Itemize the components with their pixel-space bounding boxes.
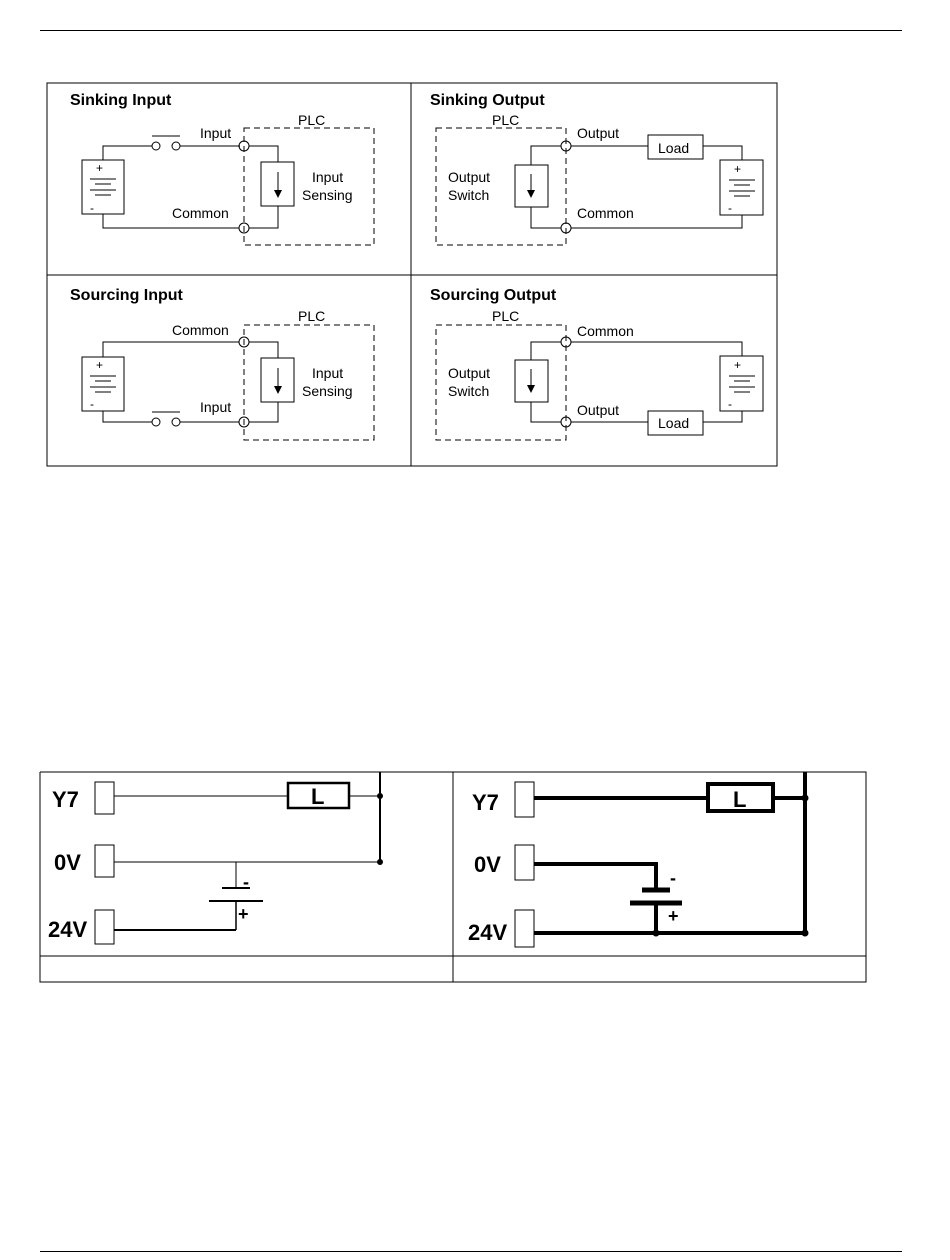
arrow-down-icon bbox=[274, 190, 282, 198]
switch-contact bbox=[172, 142, 180, 150]
panel-title: Sinking Output bbox=[430, 92, 545, 109]
terminal-24v bbox=[95, 910, 114, 944]
battery-minus: - bbox=[728, 397, 732, 411]
junction-dot bbox=[653, 930, 660, 937]
panel-sourcing-input: Sourcing Input PLC Common Input Input Se… bbox=[70, 287, 374, 440]
arrow-down-icon bbox=[274, 386, 282, 394]
switch-label-line2: Switch bbox=[448, 383, 489, 399]
wire bbox=[249, 206, 278, 228]
arrow-down-icon bbox=[527, 190, 535, 198]
panel-sinking-input: Sinking Input PLC Input Common Input Sen… bbox=[70, 92, 374, 245]
terminal-label-24v: 24V bbox=[468, 920, 507, 945]
input-terminal-label: Input bbox=[200, 125, 231, 141]
input-terminal-label: Input bbox=[200, 399, 231, 415]
load-label: Load bbox=[658, 140, 689, 156]
battery-box bbox=[720, 356, 763, 411]
terminal-y7 bbox=[95, 782, 114, 814]
sensing-label-line2: Sensing bbox=[302, 383, 353, 399]
wire bbox=[103, 411, 152, 422]
terminal-y7 bbox=[515, 782, 534, 817]
panel-title: Sourcing Output bbox=[430, 287, 557, 304]
wire bbox=[103, 342, 239, 357]
common-terminal-label: Common bbox=[172, 205, 229, 221]
junction-dot bbox=[802, 795, 809, 802]
terminal-0v bbox=[515, 845, 534, 880]
terminal-label-y7: Y7 bbox=[52, 787, 79, 812]
terminal-label-0v: 0V bbox=[54, 850, 81, 875]
wire bbox=[249, 402, 278, 422]
load-label: L bbox=[311, 784, 324, 809]
battery-minus: - bbox=[670, 868, 676, 888]
sensing-label-line2: Sensing bbox=[302, 187, 353, 203]
battery-box bbox=[720, 160, 763, 215]
panel-title: Sourcing Input bbox=[70, 287, 184, 304]
battery-plus: + bbox=[238, 904, 249, 924]
output-terminal-label: Output bbox=[577, 125, 619, 141]
bottom-rule bbox=[40, 1251, 902, 1252]
wire bbox=[703, 411, 742, 422]
battery-minus: - bbox=[90, 201, 94, 215]
panel-sourcing-output: Sourcing Output PLC Common Output Output… bbox=[430, 287, 763, 440]
battery-plus: + bbox=[734, 162, 741, 176]
battery-minus: - bbox=[728, 201, 732, 215]
junction-dot bbox=[377, 859, 383, 865]
wire bbox=[531, 207, 561, 228]
terminal-24v bbox=[515, 910, 534, 947]
common-terminal-label: Common bbox=[577, 205, 634, 221]
panel-title: Sinking Input bbox=[70, 92, 172, 109]
common-terminal-label: Common bbox=[172, 322, 229, 338]
battery-plus: + bbox=[96, 358, 103, 372]
sensing-label-line1: Input bbox=[312, 365, 343, 381]
wire bbox=[249, 342, 278, 358]
common-terminal-label: Common bbox=[577, 323, 634, 339]
switch-label-line1: Output bbox=[448, 169, 490, 185]
switch-contact bbox=[152, 142, 160, 150]
battery-minus: - bbox=[90, 397, 94, 411]
switch-contact bbox=[172, 418, 180, 426]
output-terminal-label: Output bbox=[577, 402, 619, 418]
load-label: L bbox=[733, 787, 746, 812]
wire bbox=[531, 402, 561, 422]
junction-dot bbox=[377, 793, 383, 799]
load-label: Load bbox=[658, 415, 689, 431]
plc-label: PLC bbox=[298, 308, 325, 324]
terminal-label-y7: Y7 bbox=[472, 790, 499, 815]
wiring-left: Y7 0V 24V L - + bbox=[48, 772, 383, 944]
battery-minus: - bbox=[243, 872, 249, 892]
wire bbox=[703, 146, 742, 160]
switch-label-line2: Switch bbox=[448, 187, 489, 203]
plc-label: PLC bbox=[492, 308, 519, 324]
terminal-0v bbox=[95, 845, 114, 877]
arrow-down-icon bbox=[527, 385, 535, 393]
wire bbox=[249, 146, 278, 162]
switch-label-line1: Output bbox=[448, 365, 490, 381]
wire bbox=[531, 342, 561, 360]
battery-plus: + bbox=[734, 358, 741, 372]
wire bbox=[103, 146, 152, 160]
panel-sinking-output: Sinking Output PLC Output Common Output … bbox=[430, 92, 763, 245]
plc-label: PLC bbox=[492, 112, 519, 128]
wire bbox=[571, 342, 742, 356]
terminal-label-0v: 0V bbox=[474, 852, 501, 877]
junction-dot bbox=[802, 930, 809, 937]
sensing-label-line1: Input bbox=[312, 169, 343, 185]
wire bbox=[531, 146, 561, 165]
wiring-right: Y7 0V 24V L - + bbox=[468, 772, 809, 947]
wire bbox=[534, 864, 656, 890]
battery-plus: + bbox=[96, 161, 103, 175]
terminal-label-24v: 24V bbox=[48, 917, 87, 942]
plc-label: PLC bbox=[298, 112, 325, 128]
switch-contact bbox=[152, 418, 160, 426]
battery-plus: + bbox=[668, 906, 679, 926]
